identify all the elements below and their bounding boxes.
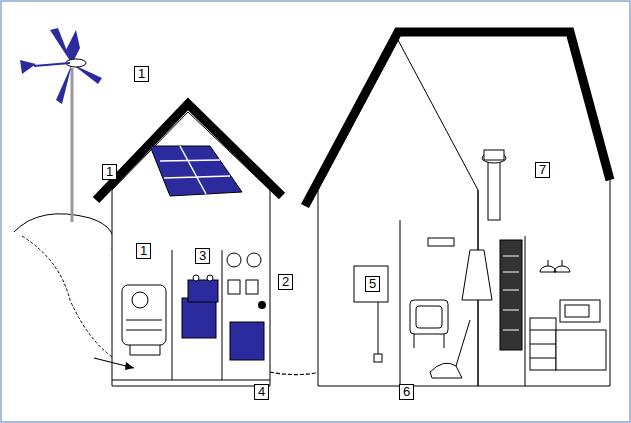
callout-number: 4: [254, 384, 269, 400]
callout-number: 1: [136, 243, 151, 259]
callout-number: 1: [102, 164, 117, 180]
callout-number: 6: [399, 384, 414, 400]
callout-number: 2: [278, 274, 293, 290]
callout-number: 3: [195, 248, 210, 264]
callout-number: 1: [134, 66, 149, 82]
callout-number: 5: [365, 276, 380, 292]
callout-number: 7: [535, 162, 550, 178]
